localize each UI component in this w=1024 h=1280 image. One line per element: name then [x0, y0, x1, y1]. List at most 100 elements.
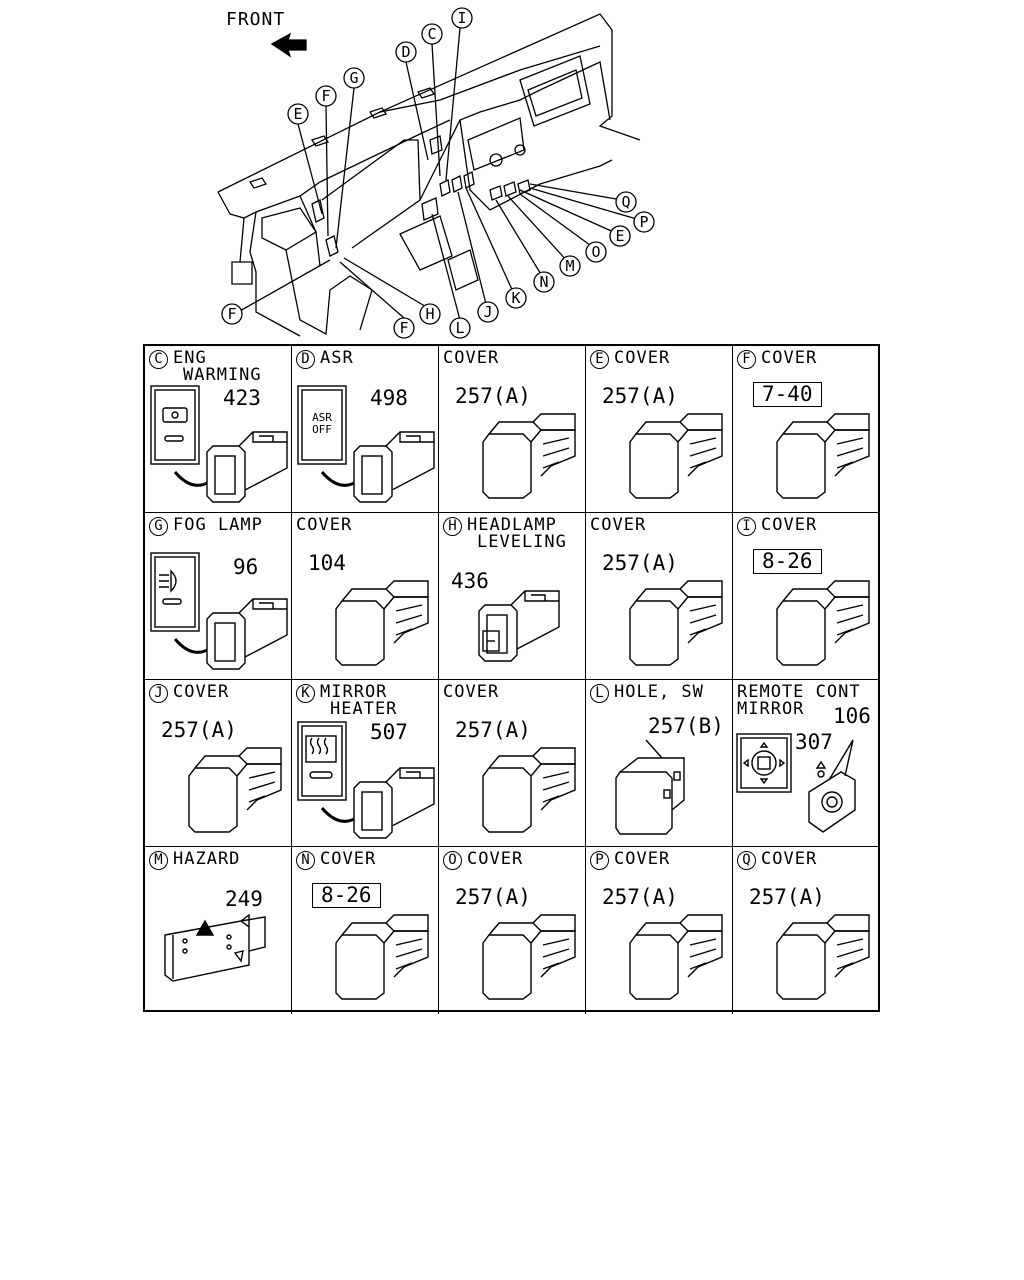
part-drawing	[776, 580, 870, 666]
cell-letter: D	[296, 350, 315, 369]
cell-title: COVER	[320, 849, 377, 869]
cell-title-line2: WARMING	[183, 365, 262, 385]
cell-heading: K MIRROR	[296, 684, 387, 703]
part-drawing	[629, 580, 723, 666]
cell-letter: O	[443, 851, 462, 870]
part-drawing	[297, 385, 435, 503]
cell-title: COVER	[296, 515, 353, 535]
cell-letter: H	[443, 517, 462, 536]
cell-letter: P	[590, 851, 609, 870]
cell-heading: COVER	[296, 517, 352, 534]
part-number: 106	[833, 704, 871, 728]
svg-text:E: E	[293, 105, 302, 123]
cell-title: ENG	[173, 348, 207, 368]
cell-letter: G	[149, 517, 168, 536]
part-drawing	[482, 747, 576, 833]
svg-text:M: M	[565, 257, 574, 275]
svg-text:F: F	[399, 319, 408, 337]
part-number: 498	[370, 386, 408, 410]
cell-letter: K	[296, 684, 315, 703]
callout-f: F	[221, 303, 243, 325]
part-drawing	[482, 914, 576, 1000]
callout-h: H	[419, 303, 441, 325]
svg-text:C: C	[427, 25, 436, 43]
cell-title-line2: LEVELING	[477, 532, 567, 552]
svg-text:P: P	[639, 213, 648, 231]
cell-letter: M	[149, 851, 168, 870]
cell-heading: REMOTE CONT	[737, 684, 861, 701]
cell-letter: I	[737, 517, 756, 536]
front-arrow-icon	[270, 32, 307, 58]
callout-i: I	[451, 7, 473, 29]
cell-title: COVER	[173, 682, 230, 702]
part-drawing	[297, 721, 435, 839]
part-cell-2: COVER 257(A)	[439, 346, 586, 513]
front-label: FRONT	[226, 9, 286, 30]
cell-title: COVER	[467, 849, 524, 869]
cell-title: COVER	[761, 348, 818, 368]
part-number: 423	[223, 386, 261, 410]
part-number: 96	[233, 555, 259, 579]
svg-text:O: O	[591, 243, 600, 261]
callout-e: E	[287, 103, 309, 125]
cell-title-line2: HEATER	[330, 699, 398, 719]
part-number: 507	[370, 720, 408, 744]
cell-title: MIRROR	[320, 682, 388, 702]
svg-text:D: D	[401, 43, 410, 61]
part-drawing	[335, 914, 429, 1000]
callout-f: F	[315, 85, 337, 107]
cell-heading: E COVER	[590, 350, 670, 369]
callout-p: P	[633, 211, 655, 233]
callout-g: G	[343, 67, 365, 89]
part-drawing	[188, 747, 282, 833]
cell-heading: O COVER	[443, 851, 523, 870]
part-drawing	[776, 914, 870, 1000]
part-drawing	[776, 413, 870, 499]
callout-m: M	[559, 255, 581, 277]
cell-title: COVER	[443, 348, 500, 368]
part-cell-e-3: E COVER 257(A)	[586, 346, 733, 513]
cell-heading: COVER	[443, 684, 499, 701]
callout-n: N	[533, 271, 555, 293]
callout-o: O	[585, 241, 607, 263]
svg-text:I: I	[457, 9, 466, 27]
svg-text:E: E	[615, 227, 624, 245]
cell-letter: E	[590, 350, 609, 369]
cell-heading: P COVER	[590, 851, 670, 870]
cell-title: COVER	[614, 849, 671, 869]
callout-j: J	[477, 301, 499, 323]
cell-title: FOG LAMP	[173, 515, 263, 535]
cell-title: COVER	[443, 682, 500, 702]
part-drawing	[150, 385, 288, 503]
part-number: 257(A)	[455, 384, 531, 408]
cell-title: COVER	[614, 348, 671, 368]
svg-text:K: K	[511, 289, 520, 307]
part-number: 257(A)	[602, 384, 678, 408]
part-drawing	[615, 739, 685, 835]
callout-l: L	[449, 317, 471, 339]
cell-title: HOLE, SW	[614, 682, 704, 702]
cell-letter: N	[296, 851, 315, 870]
cell-heading: G FOG LAMP	[149, 517, 263, 536]
cell-letter: L	[590, 684, 609, 703]
svg-text:N: N	[539, 273, 548, 291]
svg-text:F: F	[227, 305, 236, 323]
